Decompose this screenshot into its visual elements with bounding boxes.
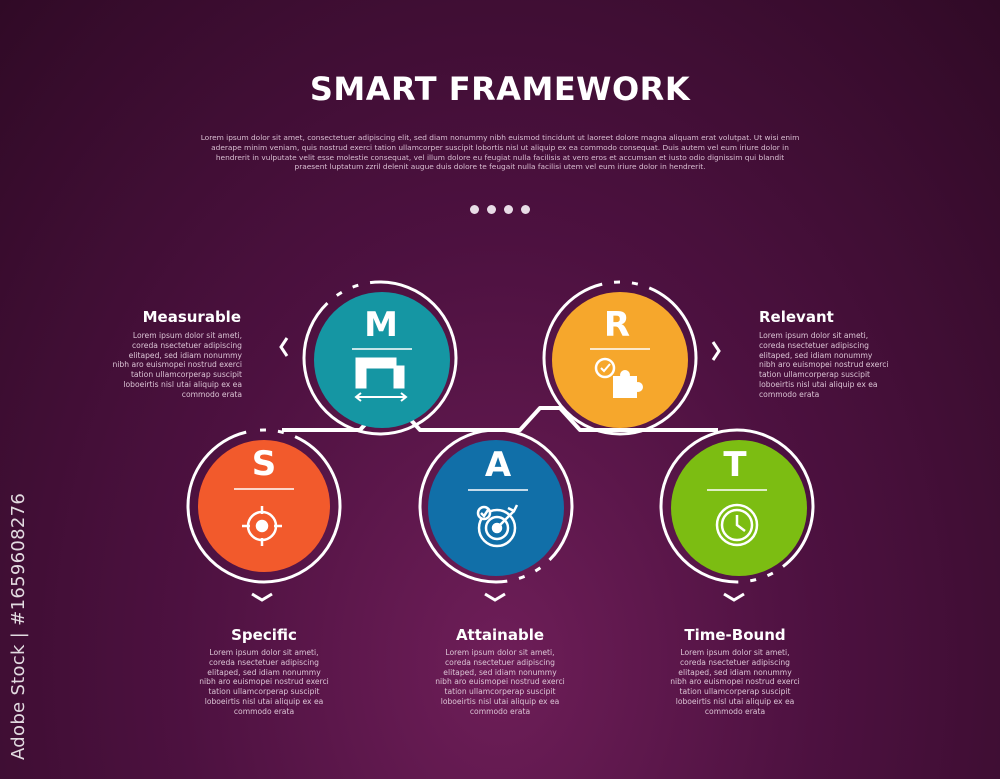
step-s: S: [186, 428, 342, 584]
page-subtitle: Lorem ipsum dolor sit amet, consectetuer…: [200, 133, 800, 172]
desc-relevant: Lorem ipsum dolor sit ameti, coreda nsec…: [759, 331, 889, 399]
label-measurable: Measurable: [142, 308, 241, 326]
step-a-letter: A: [485, 445, 512, 485]
step-a: A: [418, 428, 574, 584]
watermark: Adobe Stock | #1659608276: [8, 492, 29, 760]
step-t-circle: [671, 440, 807, 576]
label-attainable: Attainable: [455, 626, 545, 644]
clock-icon: [715, 503, 759, 547]
label-relevant: Relevant: [759, 308, 834, 326]
desc-specific: Lorem ipsum dolor sit ameti, coreda nsec…: [199, 648, 329, 716]
target-icon: [242, 506, 282, 546]
dartboard-icon: [476, 504, 519, 548]
step-s-circle: [198, 440, 330, 572]
label-time-bound: Time-Bound: [684, 626, 786, 644]
pagination-dots: [0, 205, 1000, 214]
step-m: M: [302, 280, 458, 436]
desc-time-bound: Lorem ipsum dolor sit ameti, coreda nsec…: [670, 648, 800, 716]
desc-attainable: Lorem ipsum dolor sit ameti, coreda nsec…: [435, 648, 565, 716]
chevron-left-icon: [279, 337, 289, 357]
step-t: T: [659, 428, 815, 584]
step-r-letter: R: [604, 305, 630, 345]
step-s-letter: S: [252, 444, 277, 484]
desc-measurable: Lorem ipsum dolor sit ameti, coreda nsec…: [112, 331, 242, 399]
chevron-right-icon: [711, 341, 721, 361]
puzzle-icon: [594, 357, 643, 398]
step-a-circle: [428, 440, 564, 576]
chevron-down-icon: [484, 592, 506, 602]
page-title: SMART FRAMEWORK: [309, 70, 691, 108]
step-r-circle: [552, 292, 688, 428]
ruler-icon: [354, 357, 408, 402]
chevron-down-icon: [251, 592, 273, 602]
chevron-down-icon: [723, 592, 745, 602]
step-r: R: [542, 280, 698, 436]
step-m-letter: M: [364, 305, 398, 345]
step-t-letter: T: [723, 445, 747, 485]
label-specific: Specific: [231, 626, 297, 644]
